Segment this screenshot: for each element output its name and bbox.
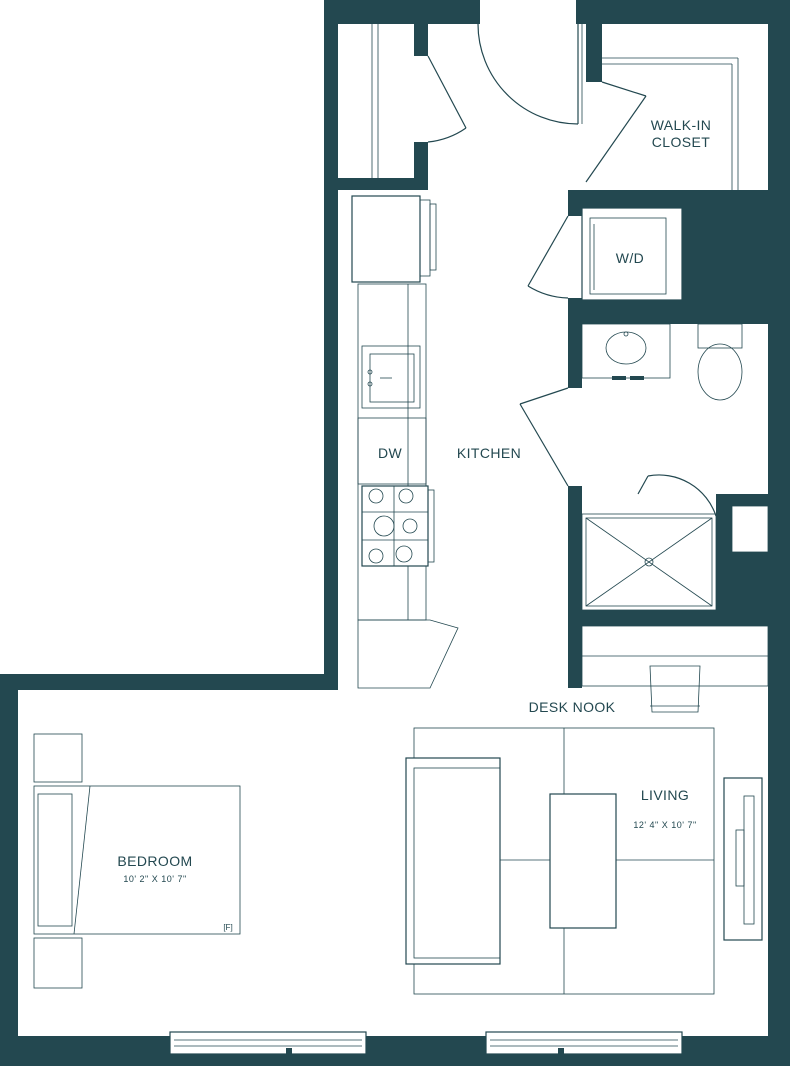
bathroom (581, 323, 769, 611)
walk-in-closet: WALK-IN CLOSET (602, 57, 739, 190)
washer-dryer-label: W/D (616, 250, 644, 266)
kitchen: DW KITCHEN (351, 195, 521, 689)
coat-closet (371, 24, 379, 178)
kitchen-label: KITCHEN (457, 445, 521, 461)
bedroom-fixture-tag: [F] (223, 923, 232, 932)
walk-in-closet-label-line2: CLOSET (652, 134, 710, 150)
bedroom: BEDROOM 10' 2" X 10' 7" [F] (33, 733, 241, 989)
living-label: LIVING (641, 787, 689, 803)
washer-dryer: W/D (581, 207, 683, 301)
doors (427, 23, 717, 517)
windows (169, 1031, 683, 1055)
desk-nook-label: DESK NOOK (529, 699, 616, 715)
walk-in-closet-label-line1: WALK-IN (651, 117, 712, 133)
living-dimensions: 12' 4" X 10' 7" (633, 820, 696, 830)
bedroom-label: BEDROOM (117, 853, 192, 869)
bedroom-dimensions: 10' 2" X 10' 7" (123, 874, 186, 884)
living: LIVING 12' 4" X 10' 7" (405, 727, 763, 995)
desk-nook: DESK NOOK (529, 625, 769, 715)
dishwasher-label: DW (378, 445, 403, 461)
